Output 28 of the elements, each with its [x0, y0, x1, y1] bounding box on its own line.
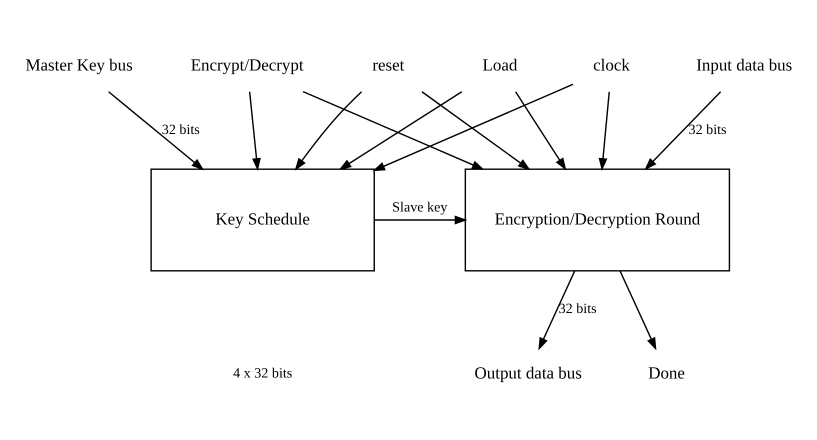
edge-label: 32 bits [558, 301, 597, 318]
node-text: Encrypt/Decrypt [190, 55, 304, 74]
arrow [338, 91, 462, 170]
arrow [644, 91, 722, 170]
arrow [619, 270, 656, 350]
edge-label: Slave key [392, 200, 448, 216]
node-text: Done [648, 363, 685, 382]
arrow [372, 84, 574, 172]
arrow [248, 92, 261, 171]
node-text: clock [593, 55, 630, 74]
arrow [294, 91, 362, 171]
arrow [302, 90, 485, 170]
arrow [515, 91, 566, 170]
node-box: Key Schedule [150, 168, 375, 272]
node-box: Encryption/Decryption Round [464, 168, 730, 272]
node-text: Input data bus [696, 55, 792, 74]
edge-label: 32 bits [688, 122, 727, 138]
arrow [108, 91, 204, 170]
arrow [374, 216, 468, 224]
node-text: reset [372, 55, 404, 74]
node-text: Load [482, 55, 518, 74]
edge-label: 32 bits [162, 122, 200, 138]
arrow [422, 91, 531, 170]
node-text: Master Key bus [25, 55, 133, 74]
arrow [598, 92, 610, 171]
label: 4 x 32 bits [233, 365, 292, 382]
arrow [538, 270, 576, 350]
node-text: Output data bus [474, 363, 582, 382]
